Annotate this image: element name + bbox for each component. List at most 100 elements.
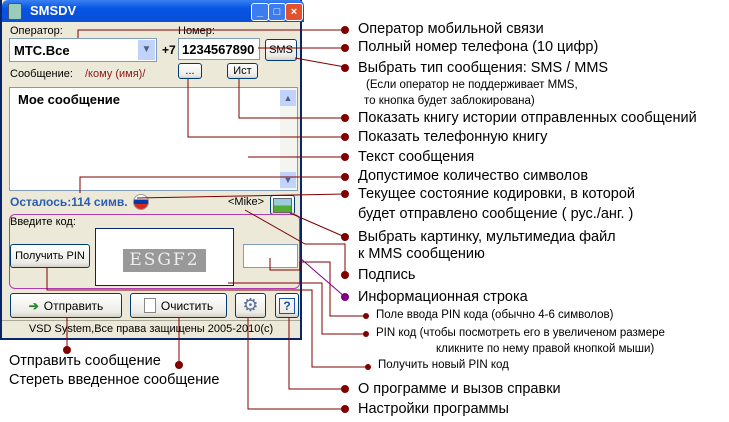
line-pin-code	[228, 282, 365, 335]
annotation-phonebook: Показать телефонную книгу	[358, 129, 548, 145]
message-textarea[interactable]: Мое сообщение ▲ ▼	[9, 87, 298, 191]
close-button[interactable]: ×	[285, 3, 303, 21]
line-chars	[79, 176, 345, 193]
annotation-pin-field: Поле ввода PIN кода (обычно 4-6 символов…	[376, 309, 614, 321]
annotation-number: Полный номер телефона (10 цифр)	[358, 39, 599, 55]
dot	[341, 405, 349, 413]
message-label: Сообщение:	[10, 68, 73, 80]
send-button[interactable]: ➔ Отправить	[10, 293, 122, 318]
dot	[341, 64, 349, 72]
annotation-operator: Оператор мобильной связи	[358, 21, 544, 37]
number-label: Номер:	[178, 25, 215, 37]
dot	[63, 346, 71, 354]
dot	[341, 44, 349, 52]
phone-number-value: 1234567890	[182, 42, 255, 57]
annotation-history: Показать книгу истории отправленных сооб…	[358, 110, 697, 126]
gear-icon: ⚙	[242, 295, 259, 315]
line-pin-field	[269, 258, 365, 317]
scroll-up-icon[interactable]: ▲	[280, 90, 296, 106]
line-encoding	[136, 193, 346, 199]
annotation-image: к MMS сообщению	[358, 246, 485, 262]
dot	[363, 331, 369, 337]
clear-label: Очистить	[160, 298, 214, 313]
operator-select[interactable]: МТС.Все ▼	[9, 38, 157, 62]
operator-label: Оператор:	[10, 25, 63, 37]
history-button[interactable]: Ист	[227, 63, 258, 79]
scroll-down-icon[interactable]: ▼	[280, 172, 296, 188]
dot	[341, 173, 349, 181]
dot	[341, 153, 349, 161]
dot	[341, 26, 349, 34]
dot	[341, 233, 349, 241]
sms-label: SMS	[269, 44, 293, 56]
maximize-button[interactable]: □	[268, 3, 286, 21]
annotation-text: Текст сообщения	[358, 149, 475, 165]
annotation-new-pin: Получить новый PIN код	[378, 359, 509, 371]
country-code: +7	[162, 43, 176, 57]
status-text: VSD System,Все права защищены 2005-2010(…	[28, 323, 274, 335]
phone-number-input[interactable]: 1234567890	[178, 38, 260, 60]
picture-icon	[273, 197, 292, 213]
line-help	[288, 318, 345, 390]
dot	[341, 114, 349, 122]
annotation-type-note: то кнопка будет заблокирована)	[364, 95, 535, 107]
history-label: Ист	[233, 65, 252, 77]
phonebook-button[interactable]: ...	[178, 63, 202, 79]
window-title: SMSDV	[30, 3, 77, 18]
send-label: Отправить	[43, 298, 104, 313]
line-phonebook	[187, 79, 345, 138]
get-pin-button[interactable]: Получить PIN	[10, 244, 90, 268]
dot	[363, 313, 369, 319]
remaining-chars: Осталось:114 симв.	[10, 195, 128, 209]
recipient-name: /кому (имя)/	[85, 68, 146, 80]
get-pin-label: Получить PIN	[15, 250, 85, 262]
annotation-pin-code: кликните по нему правой кнопкой мыши)	[436, 343, 655, 355]
chevron-down-icon[interactable]: ▼	[138, 40, 155, 60]
dot	[341, 293, 349, 301]
dot	[341, 271, 349, 279]
dot	[365, 364, 371, 370]
annotation-type-note: (Если оператор не поддерживает MMS,	[366, 79, 578, 91]
annotation-clear: Стереть введенное сообщение	[9, 372, 220, 388]
app-window: SMSDV _ □ × Оператор: МТС.Все ▼ +7 Номер…	[0, 0, 304, 340]
signature[interactable]: <Mike>	[228, 196, 265, 208]
send-icon: ➔	[28, 298, 39, 313]
code-label: Введите код:	[10, 216, 76, 228]
annotation-image: Выбрать картинку, мультимедиа файл	[358, 229, 616, 245]
line-type	[294, 57, 346, 68]
annotation-signature: Подпись	[358, 267, 416, 283]
settings-button[interactable]: ⚙	[235, 293, 266, 318]
annotation-pin-code: PIN код (чтобы посмотреть его в увеличен…	[376, 327, 665, 339]
scrollbar[interactable]: ▲ ▼	[280, 88, 297, 190]
line-new-pin	[46, 268, 367, 368]
title-bar: SMSDV _ □ ×	[2, 0, 304, 22]
annotation-settings: Настройки программы	[358, 401, 509, 417]
pin-group	[9, 214, 300, 289]
line-history	[238, 79, 345, 119]
help-button[interactable]: ?	[275, 293, 299, 318]
annotation-help: О программе и вызов справки	[358, 381, 561, 397]
operator-value: МТС.Все	[14, 43, 70, 58]
annotation-type: Выбрать тип сообщения: SMS / MMS	[358, 60, 609, 76]
annotation-send: Отправить сообщение	[9, 353, 161, 369]
annotation-chars: Допустимое количество символов	[358, 168, 589, 184]
captcha-box[interactable]: ESGF2	[95, 228, 234, 286]
sms-mms-button[interactable]: SMS	[265, 39, 297, 61]
dot	[341, 190, 349, 198]
dot	[341, 385, 349, 393]
captcha-image[interactable]: ESGF2	[123, 249, 206, 272]
line-settings	[247, 318, 345, 410]
status-bar: VSD System,Все права защищены 2005-2010(…	[2, 320, 300, 339]
message-text: Мое сообщение	[18, 92, 121, 107]
dot	[175, 361, 183, 369]
line-operator	[77, 29, 345, 38]
annotation-info: Информационная строка	[358, 289, 528, 305]
document-icon	[143, 298, 156, 313]
annotation-encoding: будет отправлено сообщение ( рус./анг. )	[358, 206, 634, 222]
app-icon	[8, 3, 22, 20]
annotation-encoding: Текущее состояние кодировки, в которой	[358, 186, 636, 202]
clear-button[interactable]: Очистить	[130, 293, 227, 318]
dot	[341, 133, 349, 141]
phonebook-label: ...	[185, 65, 195, 77]
